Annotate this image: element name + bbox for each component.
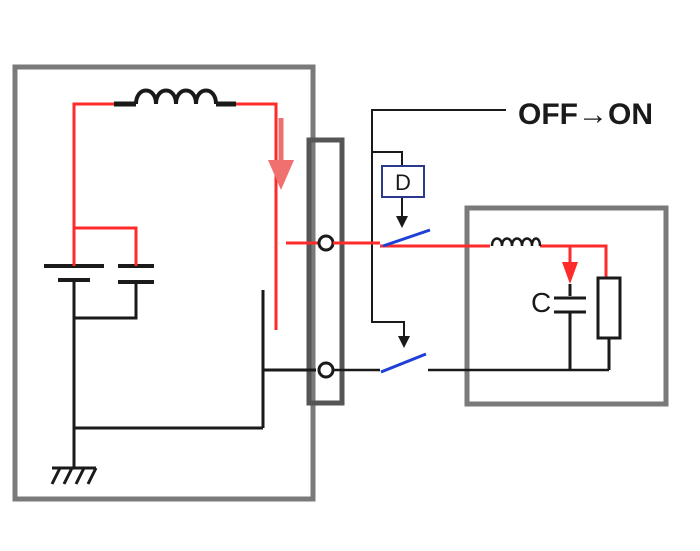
left-enclosure — [12, 64, 316, 502]
capacitor-label: C — [531, 287, 551, 318]
delay-label: D — [395, 170, 411, 195]
left-capacitor-symbol — [118, 264, 154, 284]
control-line — [371, 109, 506, 336]
bottom-switch-blade — [380, 352, 427, 374]
terminal-top — [317, 234, 335, 252]
delay-arrow — [396, 216, 408, 228]
resistor — [596, 276, 622, 340]
ground-wiring — [72, 280, 316, 468]
inductor-left — [114, 88, 236, 107]
top-switch-blade — [382, 228, 431, 248]
current-path-left — [72, 102, 278, 330]
ground-symbol — [50, 466, 98, 485]
inductor-right — [490, 237, 542, 247]
right-enclosure — [464, 205, 669, 407]
terminal-bottom — [317, 361, 335, 379]
current-path-right — [333, 241, 608, 278]
connector-terminal-block — [306, 137, 345, 406]
current-arrow-right — [562, 262, 578, 284]
battery-symbol — [44, 264, 104, 282]
right-capacitor-symbol — [554, 284, 586, 370]
switch-state-label: OFF→ON — [518, 98, 653, 131]
delay-box — [381, 165, 425, 198]
current-arrow-left — [268, 118, 294, 190]
lower-control-arrow — [398, 336, 410, 348]
